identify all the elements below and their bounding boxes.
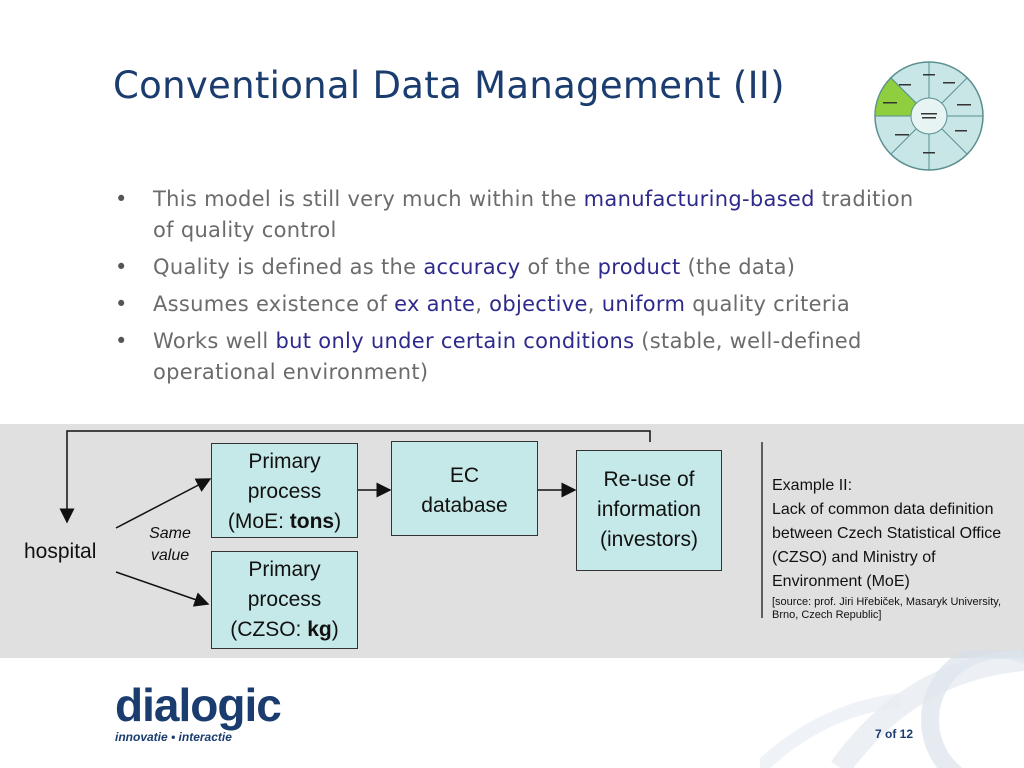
box-line: (investors) <box>599 528 699 551</box>
logo-tagline: innovatie • interactie <box>115 730 232 744</box>
box-line: (CZSO: kg) <box>212 615 357 645</box>
box-line: information <box>597 498 701 521</box>
bullet-text: Quality is defined as the <box>153 255 424 279</box>
logo-wordmark: dialogic <box>115 679 282 731</box>
decorative-corner-shapes <box>760 650 1024 768</box>
bullet-list: This model is still very much within the… <box>113 184 923 394</box>
arrow-to-czso <box>115 571 210 607</box>
bullet-text: Assumes existence of <box>153 292 395 316</box>
box-line: process <box>247 480 322 503</box>
example-body: Lack of common data definition between C… <box>772 501 1002 590</box>
hospital-label: hospital <box>24 540 97 563</box>
bullet-text: tradition of quality control <box>153 187 914 242</box>
arrow-to-moe <box>115 478 212 529</box>
bullet-text: of the <box>520 255 598 279</box>
highlighted-text: but only under certain conditions <box>275 329 635 353</box>
bullet-text: Works well <box>153 329 276 353</box>
box-text: ) <box>334 510 342 533</box>
bullet-text: (stable, well-defined operational enviro… <box>153 329 862 384</box>
box-line: process <box>247 588 322 611</box>
slide-title: Conventional Data Management (II) <box>113 64 785 107</box>
primary-process-moe-box: Primary process (MoE: tons) <box>211 443 358 538</box>
feedback-loop-line <box>59 430 651 524</box>
box-text: ) <box>331 618 339 641</box>
bullet-item: This model is still very much within the… <box>113 184 923 246</box>
unit-tons: tons <box>289 510 335 533</box>
box-line: EC <box>449 464 480 487</box>
box-line: (MoE: tons) <box>212 507 357 537</box>
bullet-text: (the data) <box>680 255 796 279</box>
box-line: Primary <box>248 558 321 581</box>
box-text: (CZSO: <box>230 618 308 641</box>
highlighted-text: product <box>597 255 681 279</box>
example-heading: Example II: <box>772 477 853 494</box>
box-line: Re-use of <box>603 468 695 491</box>
highlighted-text: accuracy <box>423 255 521 279</box>
highlighted-text: objective <box>489 292 588 316</box>
page-number: 7 of 12 <box>875 727 914 741</box>
bullet-text: This model is still very much within the <box>153 187 584 211</box>
same-value-label: Same value <box>149 525 191 564</box>
bullet-item: Quality is defined as the accuracy of th… <box>113 252 923 283</box>
example-note: Example II: Lack of common data definiti… <box>772 474 1012 622</box>
bullet-item: Works well but only under certain condit… <box>113 326 923 388</box>
bullet-text: quality criteria <box>685 292 851 316</box>
bullet-item: Assumes existence of ex ante, objective,… <box>113 289 923 320</box>
dialogic-logo: dialogic innovatie • interactie <box>115 679 282 744</box>
highlighted-text: ex ante <box>394 292 476 316</box>
unit-kg: kg <box>307 618 332 641</box>
ec-database-box: EC database <box>391 441 538 536</box>
primary-process-czso-box: Primary process (CZSO: kg) <box>211 551 358 649</box>
reuse-information-box: Re-use of information (investors) <box>576 450 722 571</box>
bullet-text: , <box>475 292 490 316</box>
bullet-text: , <box>587 292 602 316</box>
data-management-wheel-icon <box>874 61 984 171</box>
highlighted-text: manufacturing-based <box>583 187 815 211</box>
box-line: Primary <box>248 450 321 473</box>
example-source: [source: prof. Jiri Hřebiček, Masaryk Un… <box>772 596 1002 621</box>
highlighted-text: uniform <box>601 292 686 316</box>
box-line: database <box>421 494 508 517</box>
box-text: (MoE: <box>227 510 290 533</box>
